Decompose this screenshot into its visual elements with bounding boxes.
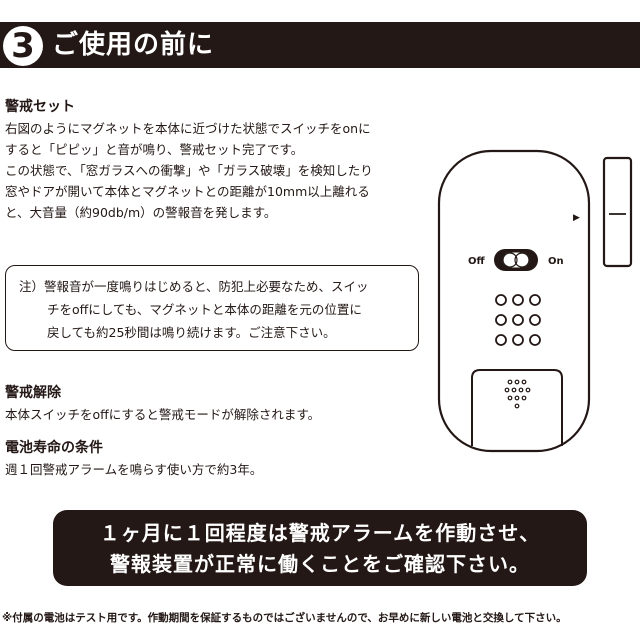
- device-bottom-cover: [471, 369, 563, 446]
- speaker-holes-icon: [504, 379, 531, 409]
- banner-line: １ヶ月に１回程度は警戒アラームを作動させ、: [99, 521, 541, 545]
- reminder-banner: １ヶ月に１回程度は警戒アラームを作動させ、 警報装置が正常に働くことをご確認下さ…: [53, 510, 587, 586]
- power-switch-knob-right: [514, 252, 530, 268]
- device-illustration: Off On ▶: [437, 149, 633, 453]
- note-line: 注）警報音が一度鳴りはじめると、防犯上必要なため、スイッ: [19, 279, 369, 294]
- text-line: 週１回警戒アラームを鳴らす使い方で約3年。: [5, 462, 263, 477]
- alarm-release-description: 本体スイッチをoffにすると警戒モードが解除されます。: [5, 404, 320, 425]
- text-line: 窓やドアが開いて本体とマグネットとの距離が10mm以上離れる: [5, 184, 370, 199]
- magnet-piece: [602, 156, 633, 268]
- alarm-set-description: 右図のようにマグネットを本体に近づけた状態でスイッチをonに すると「ピピッ」と…: [5, 118, 373, 223]
- battery-footnote: ※付属の電池はテスト用です。作動期間を保証するものではございませんので、お早めに…: [2, 612, 567, 624]
- text-line: 本体スイッチをoffにすると警戒モードが解除されます。: [5, 407, 321, 422]
- banner-line: 警報装置が正常に働くことをご確認下さい。: [110, 552, 530, 576]
- page-title: ご使用の前に: [52, 30, 215, 60]
- power-switch-track: [501, 251, 531, 269]
- device-body: [437, 149, 591, 453]
- section-title-alarm-release: 警戒解除: [5, 385, 61, 401]
- switch-on-label: On: [548, 256, 564, 267]
- sensor-holes-icon: [495, 294, 541, 346]
- battery-life-description: 週１回警戒アラームを鳴らす使い方で約3年。: [5, 459, 262, 480]
- section-title-battery-life: 電池寿命の条件: [5, 440, 103, 456]
- text-line: すると「ピピッ」と音が鳴り、警戒セット完了です。: [5, 142, 304, 157]
- text-line: 右図のようにマグネットを本体に近づけた状態でスイッチをonに: [5, 121, 371, 136]
- magnet-pointer-arrow-icon: ▶: [573, 213, 580, 223]
- header-bar: [0, 22, 640, 68]
- note-line: 戻しても約25秒間は鳴り続けます。ご注意下さい。: [47, 325, 336, 340]
- note-line: チをoffにしても、マグネットと本体の距離を元の位置に: [47, 302, 362, 317]
- text-line: と、大音量（約90db/m）の警報音を発します。: [5, 205, 277, 220]
- step-number-badge: 3: [3, 26, 43, 66]
- power-switch-knob-left: [502, 252, 518, 268]
- caution-note-box: 注）警報音が一度鳴りはじめると、防犯上必要なため、スイッ チをoffにしても、マ…: [5, 265, 419, 351]
- switch-off-label: Off: [468, 256, 486, 267]
- section-title-alarm-set: 警戒セット: [5, 99, 75, 115]
- text-line: この状態で、「窓ガラスへの衝撃」や「ガラス破壊」を検知したり: [5, 163, 373, 178]
